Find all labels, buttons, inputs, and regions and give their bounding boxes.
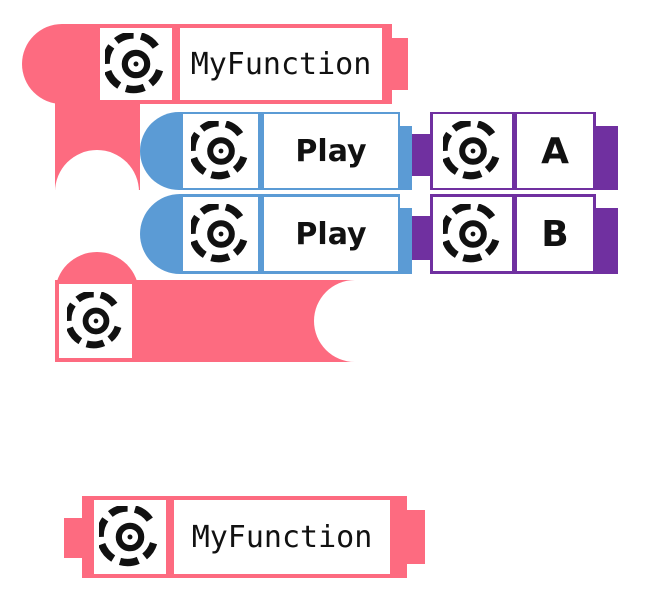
target-icon	[94, 500, 166, 574]
function-call-name-label[interactable]: MyFunction	[174, 500, 390, 574]
argument-label[interactable]: B	[517, 197, 593, 271]
function-name-label[interactable]: MyFunction	[180, 28, 382, 100]
target-icon	[433, 114, 512, 188]
target-icon	[59, 284, 132, 358]
target-icon	[433, 197, 512, 271]
play-label: Play	[264, 197, 398, 271]
play-label: Play	[264, 114, 398, 188]
argument-label[interactable]: A	[517, 114, 593, 188]
target-icon	[183, 114, 258, 188]
function-call-left-tab	[64, 518, 84, 558]
target-icon	[183, 197, 258, 271]
target-icon	[100, 28, 172, 100]
